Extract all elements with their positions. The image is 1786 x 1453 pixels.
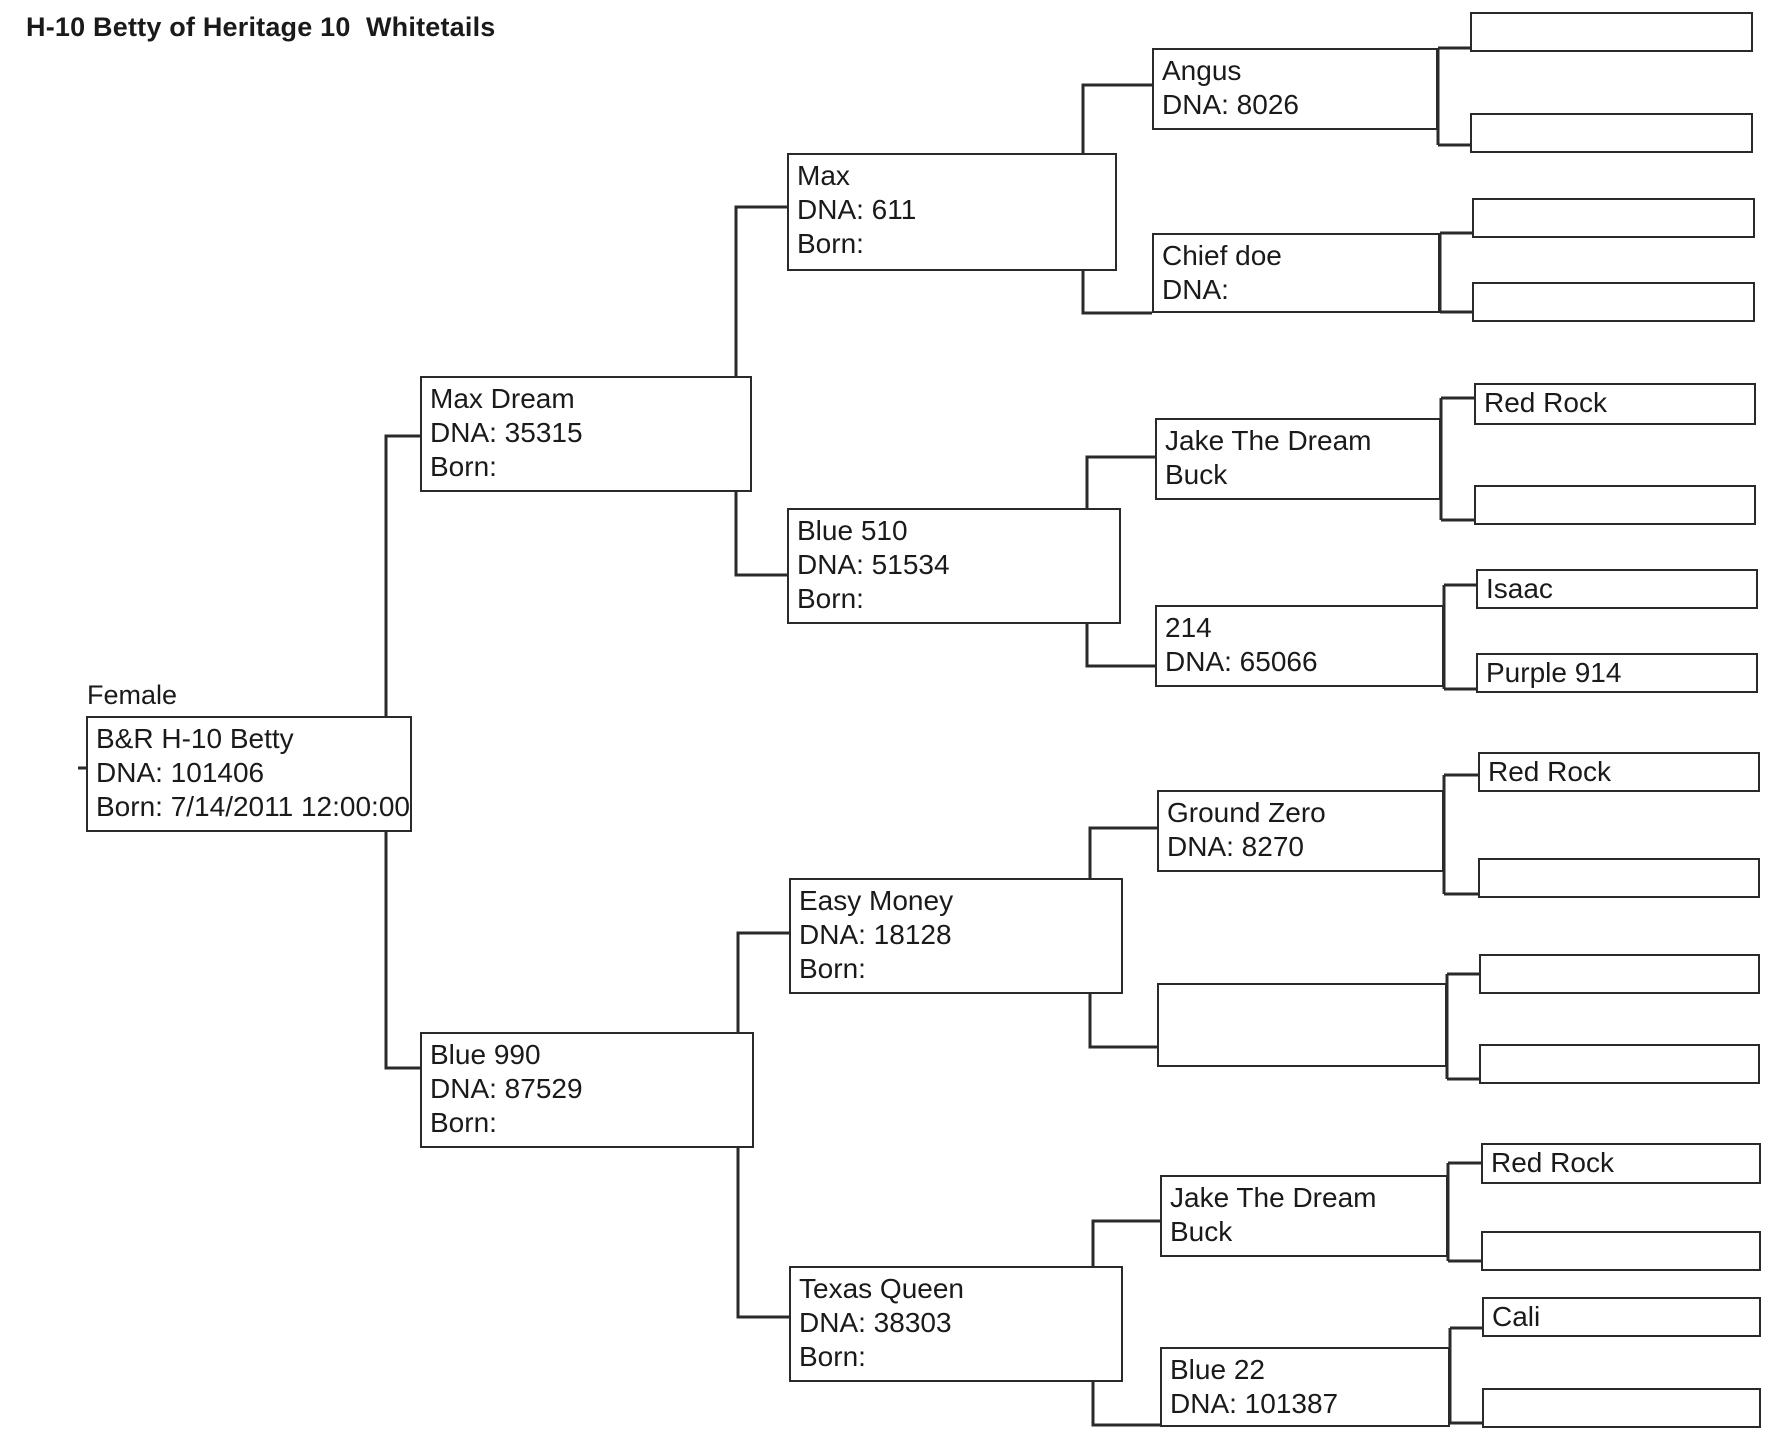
gen4-box-10	[1478, 858, 1760, 898]
gen4-7-label: Isaac	[1486, 573, 1553, 604]
gen2-1-name: Max	[797, 160, 850, 191]
gen3-1-dna: DNA: 8026	[1162, 89, 1299, 120]
gen3-2-dna: DNA:	[1162, 274, 1229, 305]
gen3-3-name: Jake The Dream	[1165, 425, 1372, 456]
gen4-box-15: Cali	[1482, 1297, 1761, 1337]
gen3-7-name: Jake The Dream	[1170, 1182, 1377, 1213]
subject-sex-label: Female	[87, 680, 178, 710]
gen4-box-16	[1482, 1388, 1761, 1428]
gen3-box-5: Ground Zero DNA: 8270	[1157, 790, 1444, 872]
sire-born: Born:	[430, 451, 497, 482]
gen2-1-born: Born:	[797, 228, 864, 259]
gen2-box-1: Max DNA: 611 Born:	[787, 153, 1117, 271]
gen3-4-dna: DNA: 65066	[1165, 646, 1318, 677]
gen3-8-dna: DNA: 101387	[1170, 1388, 1339, 1419]
dam-dna: DNA: 87529	[430, 1073, 583, 1104]
gen2-3-name: Easy Money	[799, 885, 954, 916]
gen4-box-1	[1470, 12, 1753, 52]
gen2-3-dna: DNA: 18128	[799, 919, 952, 950]
gen2-4-dna: DNA: 38303	[799, 1307, 952, 1338]
gen4-box-4	[1472, 282, 1755, 322]
gen3-4-name: 214	[1165, 612, 1212, 643]
gen3-box-7: Jake The Dream Buck	[1160, 1175, 1448, 1257]
gen4-13-label: Red Rock	[1491, 1147, 1614, 1178]
gen4-box-6	[1474, 485, 1756, 525]
gen3-8-name: Blue 22	[1170, 1354, 1265, 1385]
gen4-box-2	[1470, 113, 1753, 153]
dam-born: Born:	[430, 1107, 497, 1138]
gen2-1-dna: DNA: 611	[797, 194, 917, 225]
gen4-15-label: Cali	[1492, 1301, 1541, 1332]
gen2-2-dna: DNA: 51534	[797, 549, 950, 580]
gen4-5-label: Red Rock	[1484, 387, 1607, 418]
gen4-box-5: Red Rock	[1474, 383, 1756, 425]
gen3-3-name-cont: Buck	[1165, 459, 1228, 490]
sire-dna: DNA: 35315	[430, 417, 583, 448]
gen2-box-4: Texas Queen DNA: 38303 Born:	[789, 1266, 1123, 1382]
gen4-9-label: Red Rock	[1488, 756, 1611, 787]
dam-name: Blue 990	[430, 1039, 541, 1070]
gen3-box-1: Angus DNA: 8026	[1152, 48, 1438, 130]
gen2-box-2: Blue 510 DNA: 51534 Born:	[787, 508, 1121, 624]
gen3-box-8: Blue 22 DNA: 101387	[1160, 1347, 1450, 1427]
subject-box: B&R H-10 Betty DNA: 101406 Born: 7/14/20…	[86, 716, 412, 832]
gen3-5-name: Ground Zero	[1167, 797, 1326, 828]
gen3-box-4: 214 DNA: 65066	[1155, 605, 1444, 687]
gen3-7-name-cont: Buck	[1170, 1216, 1233, 1247]
gen2-3-born: Born:	[799, 953, 866, 984]
gen4-box-9: Red Rock	[1478, 752, 1760, 792]
sire-box: Max Dream DNA: 35315 Born:	[420, 376, 752, 492]
gen3-box-6	[1157, 983, 1447, 1067]
subject-name: B&R H-10 Betty	[96, 723, 294, 754]
gen4-box-14	[1481, 1231, 1761, 1271]
gen2-2-born: Born:	[797, 583, 864, 614]
gen4-box-8: Purple 914	[1476, 653, 1758, 693]
gen3-box-2: Chief doe DNA:	[1152, 233, 1440, 313]
gen4-box-3	[1472, 198, 1755, 238]
gen3-1-name: Angus	[1162, 55, 1242, 86]
gen4-box-11	[1479, 954, 1760, 994]
gen2-2-name: Blue 510	[797, 515, 908, 546]
sire-name: Max Dream	[430, 383, 575, 414]
gen2-4-born: Born:	[799, 1341, 866, 1372]
gen3-2-name: Chief doe	[1162, 240, 1282, 271]
gen3-5-dna: DNA: 8270	[1167, 831, 1304, 862]
subject-dna: DNA: 101406	[96, 757, 265, 788]
dam-box: Blue 990 DNA: 87529 Born:	[420, 1032, 754, 1148]
gen4-box-13: Red Rock	[1481, 1143, 1761, 1184]
gen4-box-12	[1479, 1044, 1760, 1084]
pedigree-title: H-10 Betty of Heritage 10 Whitetails	[26, 12, 496, 42]
gen3-box-3: Jake The Dream Buck	[1155, 418, 1441, 500]
subject-born: Born: 7/14/2011 12:00:00	[96, 791, 410, 822]
gen4-8-label: Purple 914	[1486, 657, 1622, 688]
gen2-box-3: Easy Money DNA: 18128 Born:	[789, 878, 1123, 994]
gen2-4-name: Texas Queen	[799, 1273, 964, 1304]
gen4-box-7: Isaac	[1476, 569, 1758, 609]
